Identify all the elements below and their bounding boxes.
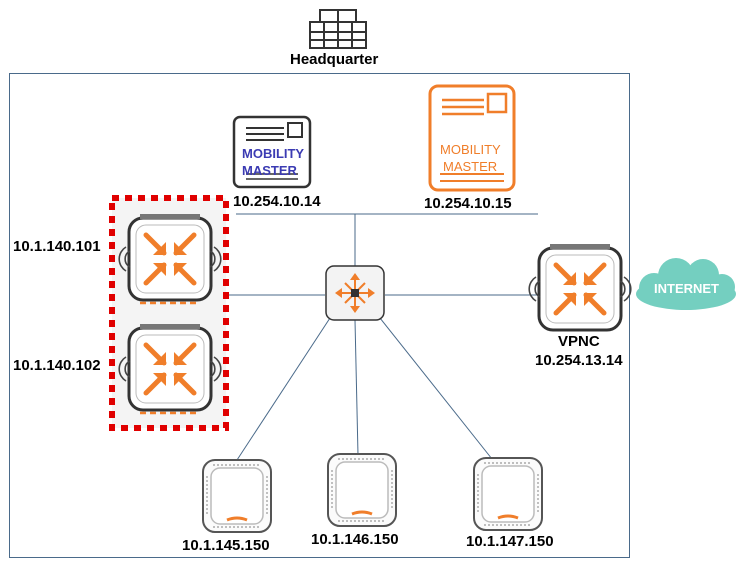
- mobility-master-1-ip: 10.254.10.14: [233, 193, 321, 210]
- access-point-1: [201, 458, 273, 534]
- access-point-2-ip: 10.1.146.150: [311, 531, 399, 548]
- mobility-master-2-line2: MASTER: [443, 159, 498, 174]
- core-switch: [325, 265, 385, 321]
- building-icon: [309, 9, 367, 49]
- access-point-icon: [472, 456, 544, 532]
- access-point-icon: [326, 452, 398, 528]
- cloud-icon: [636, 258, 736, 310]
- server-icon: [428, 84, 516, 192]
- server-icon: [232, 115, 312, 189]
- mobility-master-2: [428, 84, 516, 192]
- access-point-3: [472, 456, 544, 532]
- mobility-master-1-line2: MASTER: [242, 163, 297, 178]
- controller-1-ip: 10.1.140.101: [13, 238, 101, 255]
- link-switch-ap2: [354, 319, 359, 456]
- link-switch-ap1: [236, 317, 331, 461]
- switch-icon: [325, 265, 385, 321]
- link-switch-ap3: [379, 317, 493, 460]
- controller-2-ip: 10.1.140.102: [13, 357, 101, 374]
- controller-1: [119, 214, 221, 305]
- controller-icon: [529, 248, 631, 330]
- mobility-master-2-line1: MOBILITY: [440, 142, 501, 157]
- vpnc-ip: 10.254.13.14: [535, 352, 623, 369]
- vpnc: [529, 244, 631, 330]
- mobility-master-2-ip: 10.254.10.15: [424, 195, 512, 212]
- headquarter-title: Headquarter: [290, 51, 379, 68]
- controller-icon: [119, 328, 221, 410]
- headquarter-frame: [9, 73, 630, 558]
- controller-2: [119, 324, 221, 415]
- vpnc-name: VPNC: [558, 333, 600, 350]
- mobility-master-1: [232, 115, 312, 189]
- internet-label: INTERNET: [654, 281, 719, 296]
- access-point-1-ip: 10.1.145.150: [182, 537, 270, 554]
- mobility-master-1-line1: MOBILITY: [242, 146, 305, 161]
- controller-icon: [119, 218, 221, 300]
- access-point-3-ip: 10.1.147.150: [466, 533, 554, 550]
- access-point-2: [326, 452, 398, 528]
- access-point-icon: [201, 458, 273, 534]
